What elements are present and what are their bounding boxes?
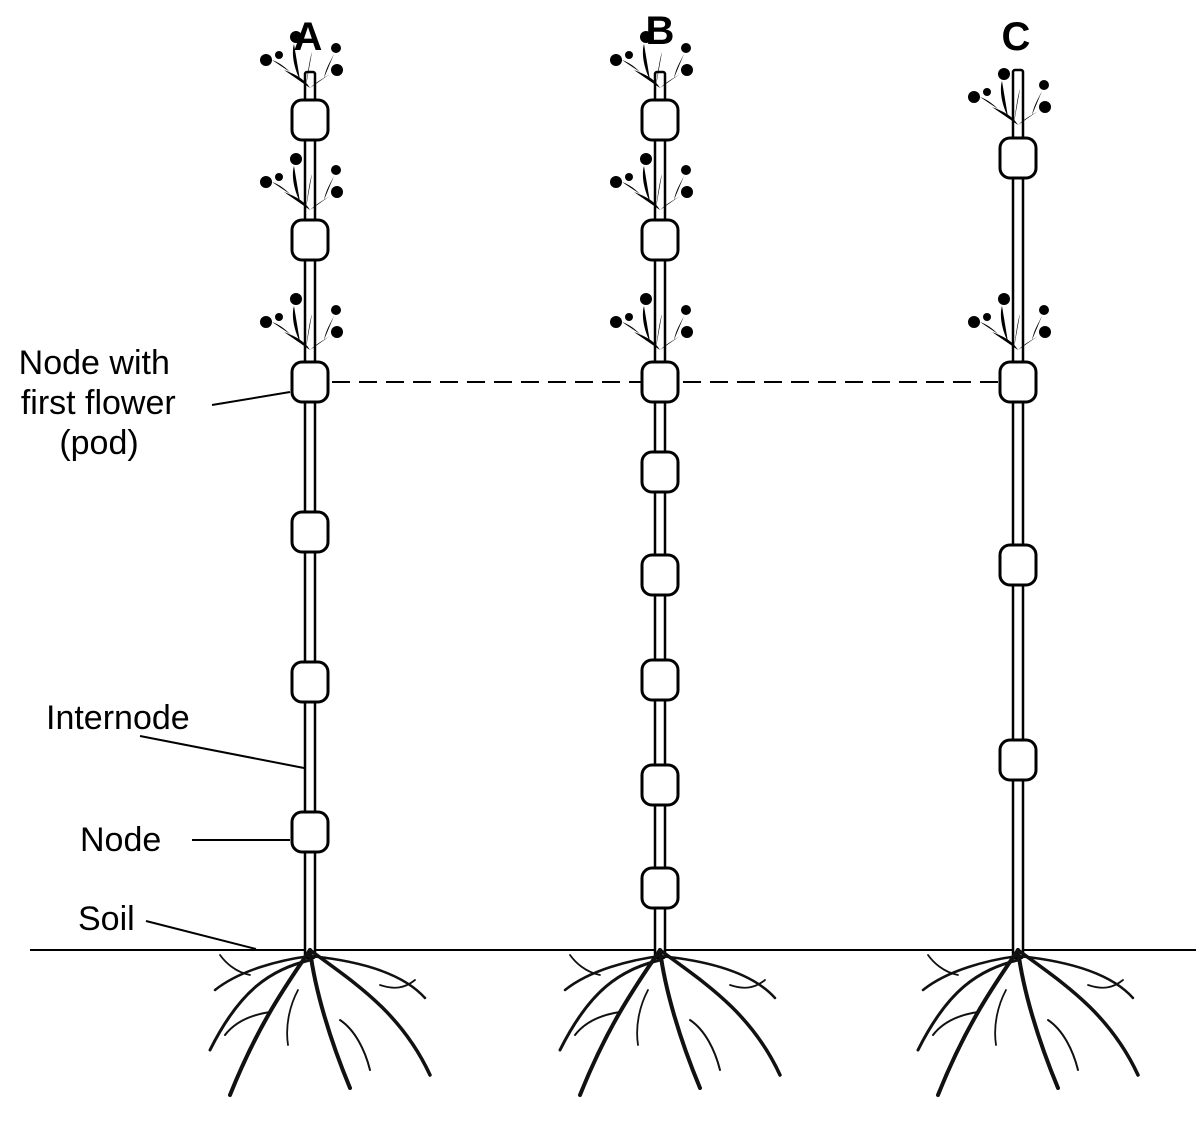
stem-node bbox=[998, 136, 1038, 180]
root-strand bbox=[339, 1019, 371, 1071]
internode-callout: Internode bbox=[46, 699, 190, 737]
flower-cluster-icon bbox=[968, 293, 1051, 350]
stem-node bbox=[290, 810, 330, 854]
root-strand bbox=[1016, 954, 1135, 1000]
root-strand bbox=[1047, 1019, 1079, 1071]
root-strand bbox=[689, 1019, 721, 1071]
root-strand bbox=[574, 1011, 621, 1036]
first-flower-line-3: (pod) bbox=[59, 424, 138, 462]
stem-node bbox=[640, 658, 680, 702]
root-strand bbox=[932, 1011, 979, 1036]
root-system-icon bbox=[208, 948, 432, 1097]
stem-node bbox=[640, 98, 680, 142]
root-strand bbox=[658, 948, 782, 1077]
root-strand bbox=[1016, 948, 1140, 1077]
plants-layer bbox=[208, 31, 1140, 1097]
plant-c bbox=[916, 68, 1140, 1097]
flower-cluster-icon bbox=[610, 153, 693, 210]
root-strand bbox=[308, 948, 432, 1077]
plant-label-c: C bbox=[1002, 15, 1031, 59]
root-strand bbox=[308, 948, 352, 1090]
stem-node bbox=[290, 510, 330, 554]
first-flower-line-2: first flower bbox=[21, 384, 176, 422]
first-flower-leader bbox=[211, 391, 291, 406]
soil-callout: Soil bbox=[78, 900, 135, 938]
node-callout: Node bbox=[80, 821, 161, 859]
internode-leader bbox=[139, 735, 305, 769]
root-strand bbox=[286, 989, 299, 1046]
root-strand bbox=[921, 954, 1020, 992]
root-strand bbox=[927, 954, 959, 976]
root-strand bbox=[379, 979, 416, 989]
callouts: Node with first flower (pod) Internode N… bbox=[19, 344, 305, 950]
root-strand bbox=[208, 958, 312, 1052]
stem-node bbox=[640, 360, 680, 404]
root-strand bbox=[1087, 979, 1124, 989]
soil-leader bbox=[145, 920, 257, 950]
root-strand bbox=[224, 1011, 271, 1036]
stem-node bbox=[640, 763, 680, 807]
root-system-icon bbox=[916, 948, 1140, 1097]
stem-node bbox=[998, 543, 1038, 587]
stem-node bbox=[640, 866, 680, 910]
root-system-icon bbox=[558, 948, 782, 1097]
stem-node bbox=[640, 450, 680, 494]
root-strand bbox=[308, 954, 427, 1000]
flower-cluster-icon bbox=[260, 153, 343, 210]
root-strand bbox=[1016, 948, 1060, 1090]
root-strand bbox=[558, 958, 662, 1052]
stem-node bbox=[640, 218, 680, 262]
root-strand bbox=[658, 948, 702, 1090]
root-strand bbox=[563, 954, 662, 992]
flower-cluster-icon bbox=[260, 293, 343, 350]
flower-cluster-icon bbox=[968, 68, 1051, 125]
root-strand bbox=[569, 954, 601, 976]
root-strand bbox=[213, 954, 312, 992]
stem-node bbox=[290, 660, 330, 704]
flower-cluster-icon bbox=[610, 293, 693, 350]
plant-titles: A B C bbox=[294, 9, 1031, 59]
root-strand bbox=[658, 954, 777, 1000]
root-strand bbox=[219, 954, 251, 976]
root-strand bbox=[916, 958, 1020, 1052]
stem-node bbox=[290, 98, 330, 142]
first-flower-callout: Node with first flower (pod) bbox=[19, 344, 186, 462]
stem-node bbox=[998, 360, 1038, 404]
stem-node bbox=[290, 218, 330, 262]
plant-b bbox=[558, 31, 782, 1097]
first-flower-line-1: Node with bbox=[19, 344, 170, 382]
stem-node bbox=[640, 553, 680, 597]
plant-label-b: B bbox=[646, 9, 675, 53]
stem-node bbox=[290, 360, 330, 404]
stem bbox=[1011, 68, 1025, 960]
root-strand bbox=[994, 989, 1007, 1046]
root-strand bbox=[729, 979, 766, 989]
stem-node bbox=[998, 738, 1038, 782]
root-strand bbox=[636, 989, 649, 1046]
plant-a bbox=[208, 31, 432, 1097]
